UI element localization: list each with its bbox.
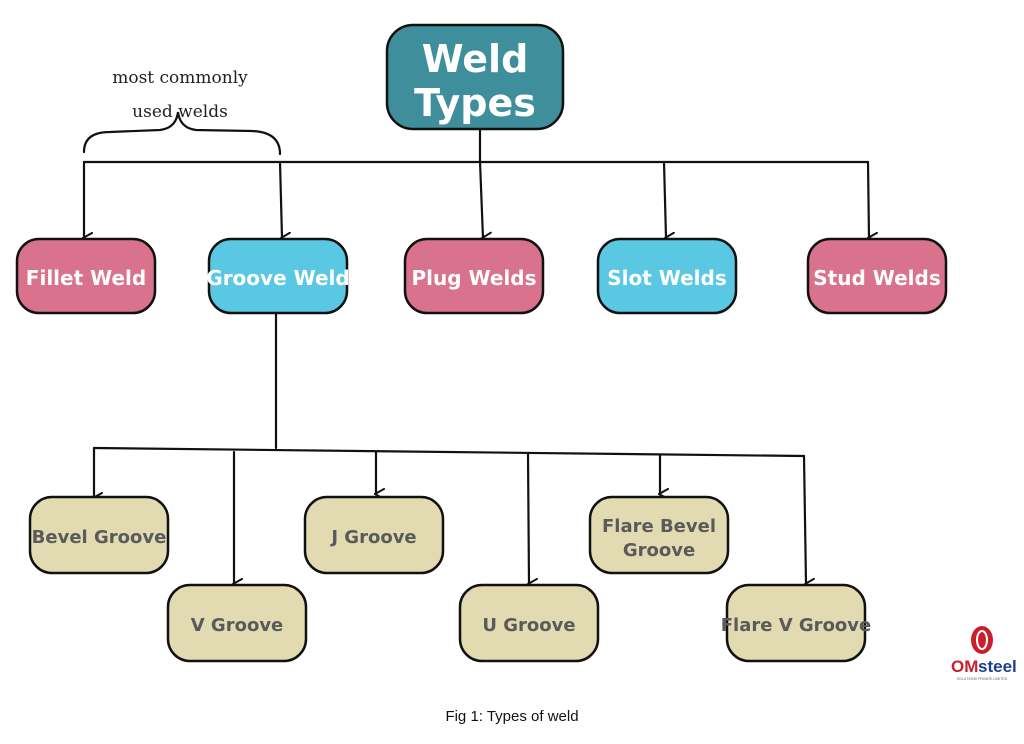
annotation-line-2: used welds <box>132 102 228 122</box>
groove-label-flare-bevel-line-2: Groove <box>623 540 695 561</box>
type-label-fillet: Fillet Weld <box>26 266 146 290</box>
arrow-to-stud <box>866 160 869 238</box>
groove-label-flare-v: Flare V Groove <box>721 615 872 636</box>
groove-node-u[interactable]: U Groove <box>458 583 600 663</box>
logo-steel-text: steel <box>978 657 1017 676</box>
groove-connectors <box>94 312 806 584</box>
groove-label-v: V Groove <box>191 615 284 636</box>
groove-label-u: U Groove <box>482 615 575 636</box>
type-node-slot[interactable]: Slot Welds <box>596 237 738 315</box>
groove-label-bevel: Bevel Groove <box>32 527 167 548</box>
figure-caption: Fig 1: Types of weld <box>445 708 579 725</box>
logo-mark-inner-icon <box>976 630 988 650</box>
type-label-slot: Slot Welds <box>607 266 727 290</box>
arrow-to-u <box>526 452 529 584</box>
logo-tagline-text: SOLUTIONS PRIVATE LIMITED <box>957 677 1008 681</box>
arrow-to-slot <box>662 160 666 238</box>
logo-om-text: OM <box>951 657 978 676</box>
groove-node-v[interactable]: V Groove <box>166 583 308 663</box>
root-title-line-2: Types <box>414 81 536 125</box>
groove-label-j: J Groove <box>329 527 416 548</box>
groove-node-bevel[interactable]: Bevel Groove <box>28 495 170 575</box>
groove-label-flare-bevel-line-1: Flare Bevel <box>602 516 716 537</box>
type-node-fillet[interactable]: Fillet Weld <box>15 237 157 315</box>
type-node-stud[interactable]: Stud Welds <box>806 237 948 315</box>
type-node-groove[interactable]: Groove Weld <box>206 237 350 315</box>
groove-node-j[interactable]: J Groove <box>303 495 445 575</box>
root-title-line-1: Weld <box>422 37 529 81</box>
root-node[interactable]: Weld Types <box>385 23 565 131</box>
arrow-to-groove <box>278 160 282 238</box>
annotation-line-1: most commonly <box>112 68 248 88</box>
type-node-plug[interactable]: Plug Welds <box>403 237 545 315</box>
annotation-brace: most commonly used welds <box>82 68 282 156</box>
type-label-plug: Plug Welds <box>411 266 536 290</box>
type-label-stud: Stud Welds <box>813 266 940 290</box>
omsteel-logo: OM steel SOLUTIONS PRIVATE LIMITED <box>951 626 1017 681</box>
arrow-to-plug <box>478 160 483 238</box>
root-connectors <box>84 126 869 238</box>
type-label-groove: Groove Weld <box>206 266 349 290</box>
groove-node-flare-v[interactable]: Flare V Groove <box>721 583 872 663</box>
logo-mark-icon <box>971 626 993 654</box>
groove-node-flare-bevel[interactable]: Flare Bevel Groove <box>588 495 730 575</box>
arrow-to-flare-v <box>802 454 806 584</box>
